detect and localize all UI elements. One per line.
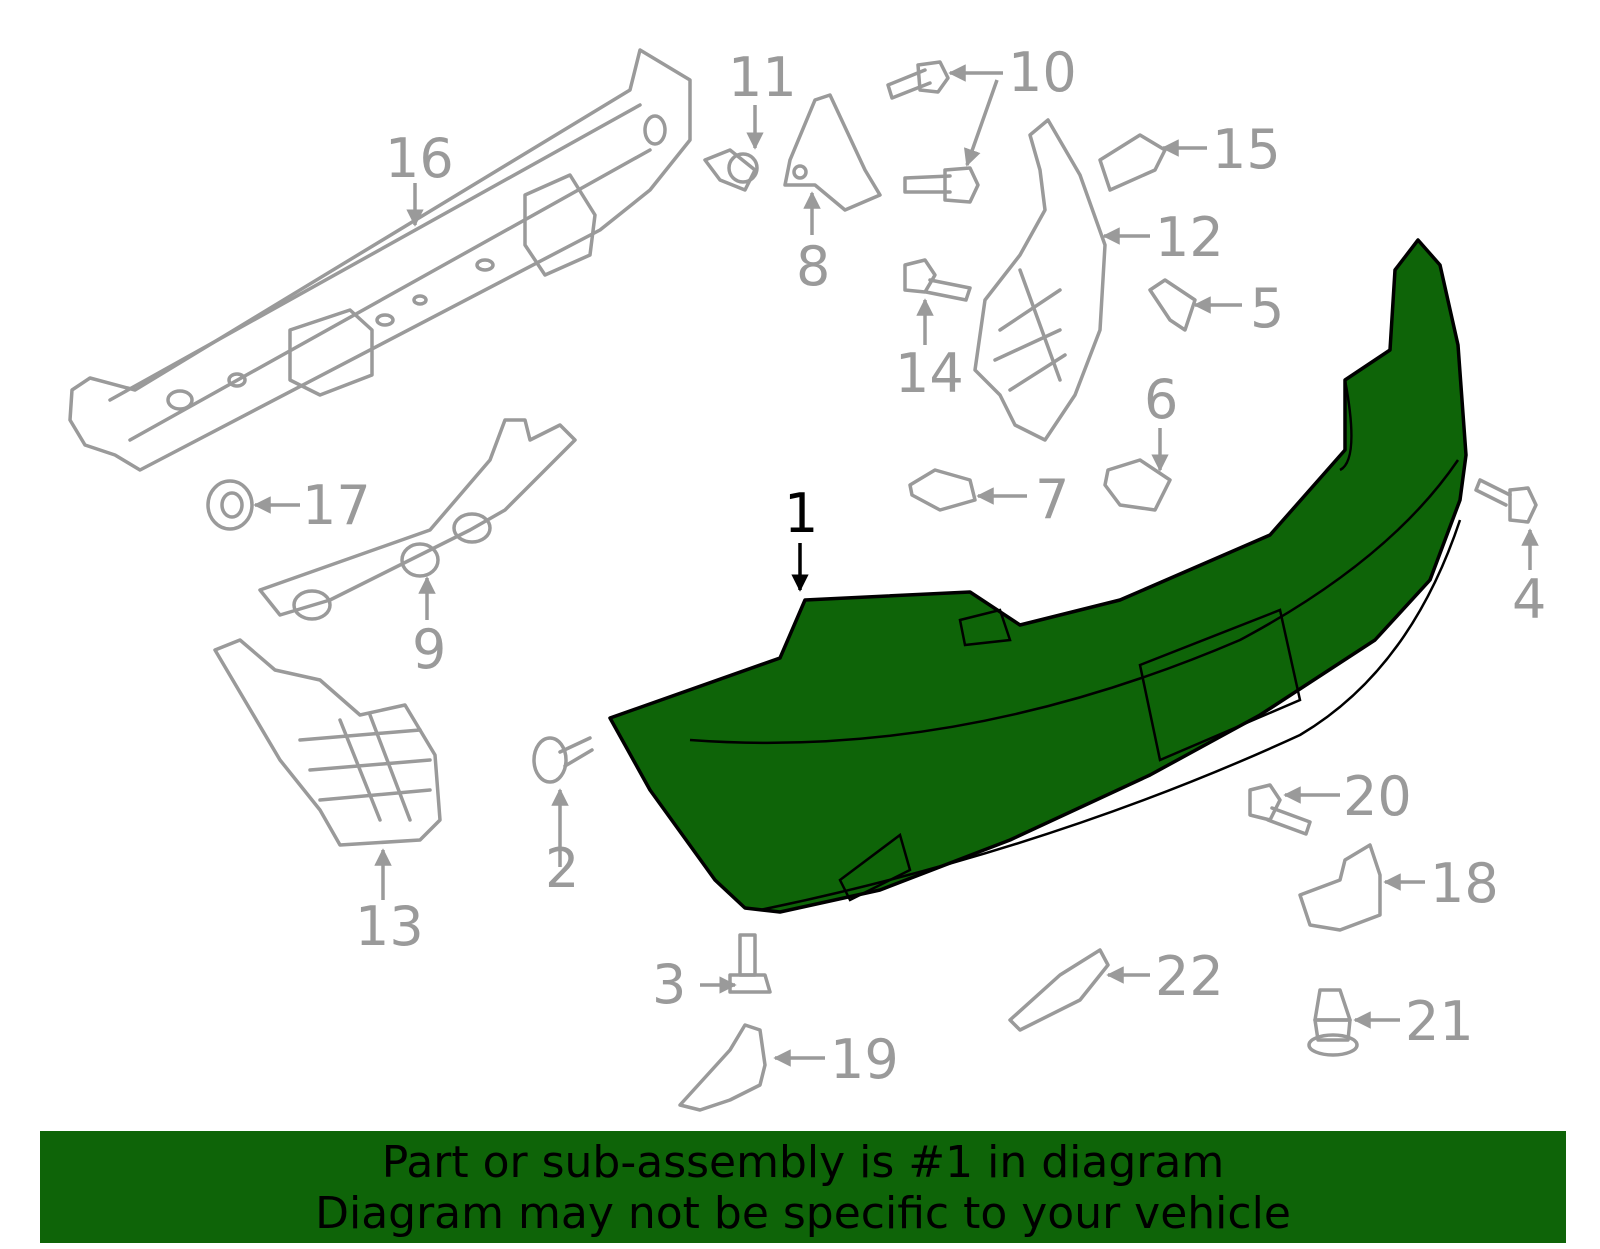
info-banner: Part or sub-assembly is #1 in diagram Di… bbox=[40, 1131, 1566, 1243]
reflector-22-part bbox=[1008, 948, 1110, 1032]
bolt-14-part bbox=[903, 258, 972, 302]
side-bracket-12-part bbox=[973, 118, 1107, 442]
callout-10: 10 bbox=[1008, 41, 1077, 104]
push-clip-21-part bbox=[1307, 988, 1359, 1057]
parts-diagram: 1 2 3 4 5 6 7 8 9 10 11 12 13 14 15 16 1… bbox=[68, 41, 1546, 1112]
banner-line-1: Part or sub-assembly is #1 in diagram bbox=[381, 1137, 1225, 1188]
callout-3: 3 bbox=[652, 953, 686, 1016]
pad-15-part bbox=[1098, 133, 1167, 192]
bracket-19-part bbox=[678, 1023, 767, 1112]
mounting-bracket-9-part bbox=[258, 418, 577, 621]
callout-11: 11 bbox=[728, 46, 797, 109]
callout-14: 14 bbox=[895, 342, 964, 405]
bolt-10-part bbox=[886, 60, 980, 204]
push-clip-5-part bbox=[1148, 278, 1197, 332]
banner-line-2: Diagram may not be specific to your vehi… bbox=[315, 1188, 1291, 1239]
clip-11-part bbox=[703, 148, 759, 192]
bumper-reinforcement-part bbox=[68, 48, 692, 472]
callout-13: 13 bbox=[355, 895, 424, 958]
nut-17-part bbox=[206, 479, 254, 531]
callout-arrows bbox=[253, 64, 1539, 1067]
clip-7-part bbox=[908, 468, 977, 512]
bolt-4-part bbox=[1474, 478, 1538, 524]
callout-12: 12 bbox=[1155, 206, 1224, 269]
callout-21: 21 bbox=[1405, 990, 1474, 1053]
callout-9: 9 bbox=[412, 618, 446, 681]
callout-4: 4 bbox=[1512, 568, 1546, 631]
callout-6: 6 bbox=[1144, 368, 1178, 431]
push-pin-2-part bbox=[532, 736, 594, 784]
side-support-13-part bbox=[213, 638, 442, 847]
callout-16: 16 bbox=[385, 127, 454, 190]
bracket-8-part bbox=[783, 93, 882, 212]
callout-22: 22 bbox=[1155, 945, 1224, 1008]
callout-20: 20 bbox=[1343, 765, 1412, 828]
callout-19: 19 bbox=[830, 1028, 899, 1091]
bolt-3-part bbox=[728, 933, 772, 994]
callout-5: 5 bbox=[1250, 277, 1284, 340]
callout-18: 18 bbox=[1430, 852, 1499, 915]
callout-2: 2 bbox=[545, 837, 579, 900]
callout-7: 7 bbox=[1035, 468, 1069, 531]
callout-1: 1 bbox=[784, 482, 818, 545]
rear-bumper-cover-part bbox=[608, 238, 1468, 914]
bolt-20-part bbox=[1248, 783, 1312, 836]
callout-8: 8 bbox=[796, 235, 830, 298]
bracket-18-part bbox=[1298, 843, 1382, 932]
callout-15: 15 bbox=[1212, 118, 1281, 181]
retainer-6-part bbox=[1103, 458, 1172, 512]
callout-17: 17 bbox=[302, 474, 371, 537]
